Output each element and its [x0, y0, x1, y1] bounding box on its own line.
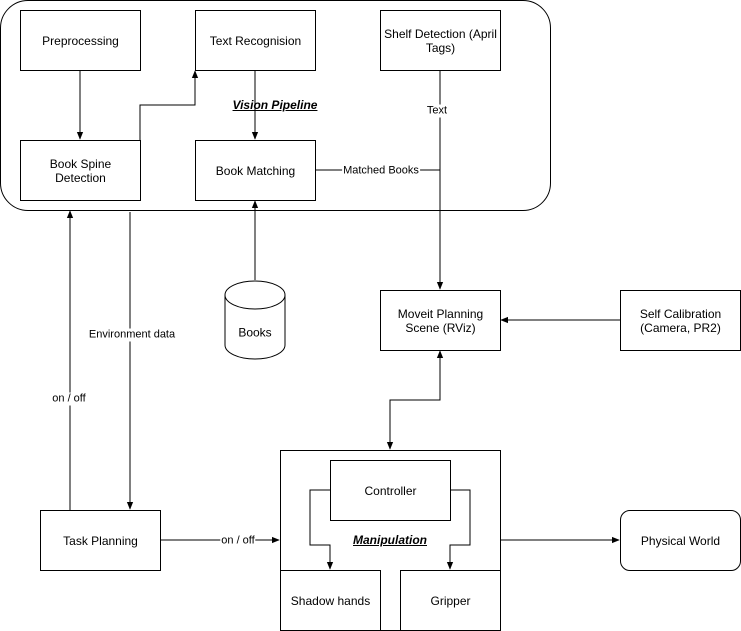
physical-world-node: Physical World: [620, 510, 741, 571]
books-database-icon: [224, 280, 286, 360]
books-database-label: Books: [238, 325, 272, 340]
text-recognition-node: Text Recognision: [195, 10, 316, 71]
edge-label-matched-books: Matched Books: [342, 164, 420, 178]
edge-spine-to-text-recognition: [139, 70, 199, 140]
edge-label-on-off-horizontal: on / off: [220, 534, 256, 548]
book-matching-node: Book Matching: [195, 140, 316, 201]
vision-pipeline-title: Vision Pipeline: [232, 98, 318, 112]
controller-node: Controller: [330, 460, 451, 521]
shadow-hands-node: Shadow hands: [280, 570, 381, 631]
book-spine-detection-node: Book Spine Detection: [20, 140, 141, 201]
shelf-detection-node: Shelf Detection (April Tags): [380, 10, 501, 71]
moveit-planning-scene-node: Moveit Planning Scene (RViz): [380, 290, 501, 351]
gripper-node: Gripper: [400, 570, 501, 631]
task-planning-node: Task Planning: [40, 510, 161, 571]
edge-label-on-off-vertical: on / off: [51, 392, 87, 406]
vision-pipeline-group: [0, 0, 551, 211]
manipulation-title: Manipulation: [353, 533, 427, 547]
self-calibration-node: Self Calibration (Camera, PR2): [620, 290, 741, 351]
edge-moveit-manipulation: [386, 350, 444, 450]
edge-controller-to-shadow: [309, 489, 334, 570]
edge-label-environment-data: Environment data: [87, 328, 177, 342]
preprocessing-node: Preprocessing: [20, 10, 141, 71]
edge-label-text: Text: [425, 104, 449, 118]
edge-controller-to-gripper: [446, 489, 471, 570]
